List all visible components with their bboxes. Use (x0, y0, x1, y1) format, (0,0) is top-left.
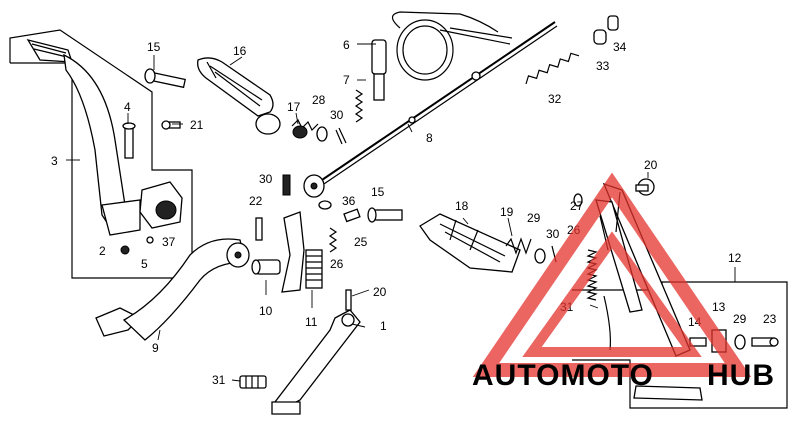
callout-35: 34 (613, 40, 627, 54)
callout-31: 31 (212, 373, 226, 387)
callout-30-top: 30 (330, 108, 344, 122)
watermark-word-b: HUB (707, 359, 775, 392)
watermark-logo (472, 172, 752, 377)
nut-2 (120, 245, 130, 255)
callout-34: 33 (596, 59, 610, 73)
callout-13: 13 (712, 300, 726, 314)
callout-7: 7 (343, 73, 350, 87)
bolt-20 (635, 178, 655, 196)
washer-29-stand (734, 334, 746, 350)
cotter-pin-30-top (335, 127, 347, 145)
bolt-24 (751, 337, 779, 347)
callout-22: 21 (190, 118, 204, 132)
washer-37 (146, 236, 154, 244)
kick-boss (139, 181, 183, 229)
callout-29-stand: 29 (733, 312, 747, 326)
callout-23: 22 (249, 194, 263, 208)
washer-29-left (316, 126, 328, 142)
callout-17: 17 (287, 100, 301, 114)
pin-15-middle (367, 207, 403, 223)
spring-7 (354, 89, 364, 123)
pin-15-upper (144, 68, 186, 89)
callout-37: 37 (162, 235, 176, 249)
footpeg-rubber-16 (197, 57, 281, 135)
spring-32-hook (603, 295, 611, 351)
callout-16: 16 (233, 44, 247, 58)
callout-25: 25 (354, 235, 368, 249)
callout-15-middle: 15 (371, 185, 385, 199)
bolt-22 (161, 120, 181, 130)
callout-18: 18 (455, 199, 469, 213)
bolt-23 (255, 217, 263, 241)
callout-4: 4 (124, 100, 131, 114)
callout-11: 11 (305, 315, 318, 329)
spring-17 (291, 118, 319, 139)
bolt-31 (239, 375, 267, 389)
callout-30-mid: 30 (259, 172, 273, 186)
pin-30-mid (282, 174, 291, 196)
watermark-word-a: AUTOMOTO (472, 359, 654, 392)
kick-arm-1 (271, 289, 361, 415)
callout-19: 19 (500, 205, 514, 219)
callout-6: 6 (343, 38, 350, 52)
callout-9: 9 (152, 341, 159, 355)
callout-5: 5 (141, 257, 148, 271)
brake-rod-8 (315, 21, 558, 189)
callout-33: 32 (548, 92, 562, 106)
callout-21: 20 (373, 285, 387, 299)
spring-26 (328, 227, 338, 253)
washer-28 (573, 193, 583, 207)
washer-29-right (534, 248, 546, 264)
spring-33 (525, 52, 580, 85)
callout-20: 20 (644, 158, 658, 172)
group-outline-3 (9, 29, 193, 279)
spring-19 (505, 237, 532, 255)
callout-24: 23 (763, 312, 777, 326)
cable-6 (371, 11, 513, 101)
callout-15-upper: 15 (147, 40, 161, 54)
washer-36 (318, 200, 332, 210)
callout-36: 36 (342, 194, 356, 208)
callout-29-right: 29 (527, 211, 541, 225)
callout-2: 2 (99, 244, 106, 258)
spring-11 (305, 249, 323, 289)
callout-8: 8 (426, 131, 433, 145)
bolt-25 (343, 208, 361, 223)
bolt-4 (122, 122, 136, 159)
callout-29-left: 28 (312, 93, 326, 107)
rod-joint (303, 174, 325, 198)
pivot-shaft-10 (251, 211, 305, 293)
callout-3: 3 (51, 154, 58, 168)
callout-10: 10 (259, 304, 273, 318)
brake-pedal-9 (95, 238, 250, 341)
callout-1: 1 (380, 319, 387, 333)
callout-28: 27 (570, 199, 584, 213)
footpeg-rubber-18 (419, 213, 521, 273)
pin-34 (593, 29, 607, 45)
callout-12: 12 (728, 251, 742, 265)
callout-30-right: 30 (546, 227, 560, 241)
pin-35 (607, 15, 619, 31)
callout-26: 26 (330, 257, 344, 271)
kick-lever (26, 38, 141, 236)
